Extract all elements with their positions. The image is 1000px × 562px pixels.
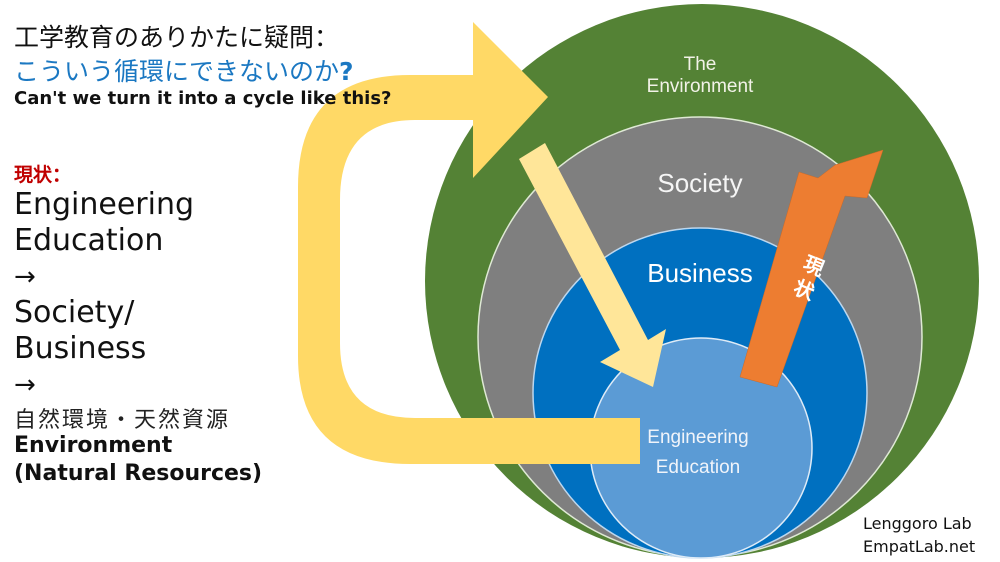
- jp-title: 工学教育のありかたに疑問：: [14, 23, 340, 52]
- flow-society: Society/: [14, 295, 135, 330]
- flow-business: Business: [14, 331, 147, 366]
- status-arrow-up: [739, 149, 884, 388]
- label-edu-line1: Engineering: [647, 427, 749, 448]
- env-en-label: Environment (Natural Resources): [14, 432, 262, 488]
- label-society: Society: [657, 168, 743, 198]
- credit: Lenggoro Lab EmpatLab.net: [863, 512, 975, 558]
- flow-engineering: Engineering: [14, 187, 194, 222]
- flow-education: Education: [14, 223, 164, 258]
- credit-site: EmpatLab.net: [863, 537, 976, 556]
- label-environment: The Environment: [600, 54, 800, 98]
- en-question: Can't we turn it into a cycle like this?: [14, 88, 392, 109]
- jp-question-text: こういう循環にできないのか: [14, 57, 340, 86]
- label-business: Business: [647, 258, 753, 288]
- inner-arrow-down: [519, 143, 666, 387]
- flow-arrow-2: →: [14, 370, 36, 400]
- env-en-line1: Environment: [14, 433, 173, 458]
- label-environment-line1: The: [683, 54, 717, 75]
- flow-arrow-1: →: [14, 262, 36, 292]
- label-edu-line2: Education: [655, 457, 741, 478]
- label-environment-line2: Environment: [646, 76, 754, 97]
- status-label: 現状：: [14, 164, 72, 186]
- jp-question: こういう循環にできないのか?: [14, 52, 354, 88]
- label-engineering-education: Engineering Education: [598, 423, 798, 483]
- jp-question-mark: ?: [339, 57, 354, 86]
- env-en-line2: (Natural Resources): [14, 461, 263, 486]
- credit-lab: Lenggoro Lab: [863, 514, 972, 533]
- env-jp-label: 自然環境・天然資源: [14, 408, 231, 433]
- cycle-arrow: [298, 22, 640, 464]
